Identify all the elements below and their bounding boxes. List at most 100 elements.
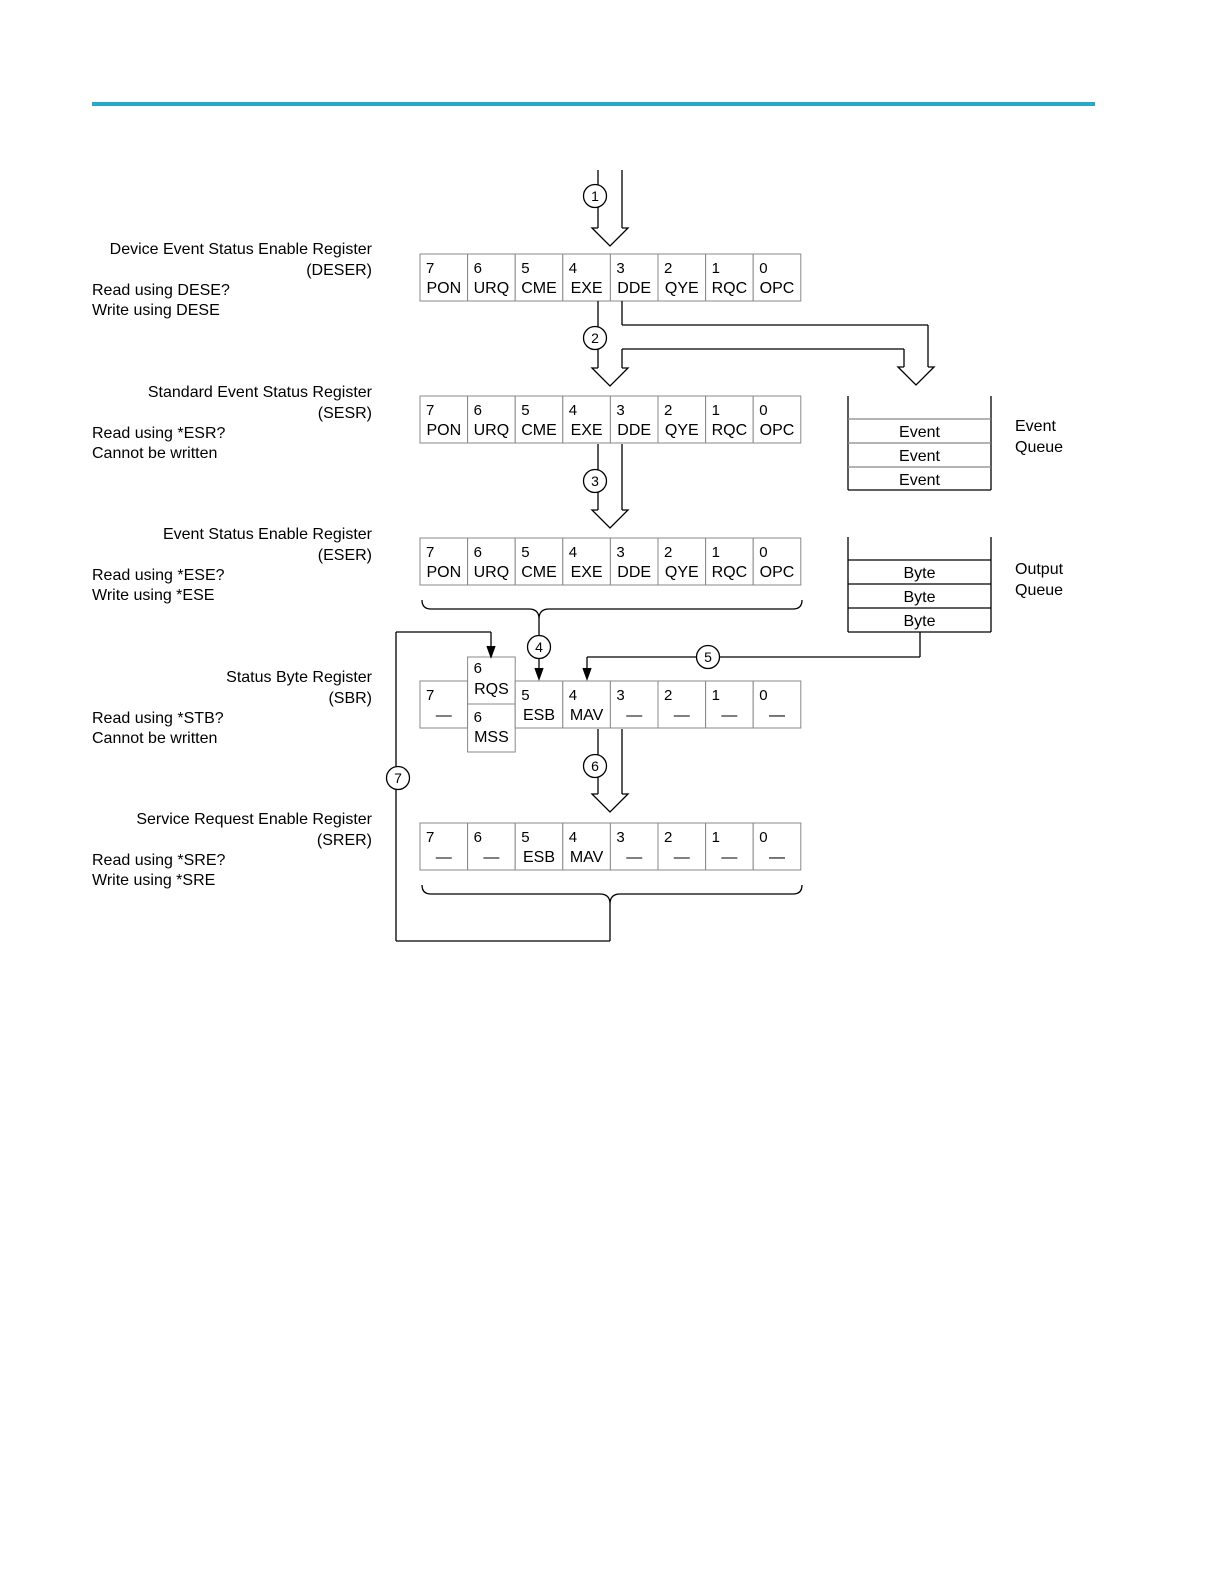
srer-bit-cell bbox=[657, 822, 707, 871]
srer-bit-number: 2 bbox=[664, 829, 672, 846]
sbr-bit-number: 6 bbox=[474, 660, 482, 677]
sesr-bit-name: DDE bbox=[617, 422, 651, 439]
srer-bit-name: — bbox=[483, 849, 499, 866]
srer-bit-name: — bbox=[721, 849, 737, 866]
sbr-bit-number: 6 bbox=[474, 709, 482, 726]
eser-bit-cell bbox=[705, 537, 754, 586]
sbr-write-note: Cannot be written bbox=[92, 730, 218, 747]
eser-bit-name: EXE bbox=[571, 564, 603, 581]
deser-bit-number: 0 bbox=[759, 260, 767, 277]
event-queue-entry: Event bbox=[899, 448, 940, 465]
eser-bit-name: PON bbox=[426, 564, 461, 581]
eser-bit-name: QYE bbox=[665, 564, 699, 581]
step-marker-circle bbox=[582, 183, 608, 209]
step-marker-6: 6 bbox=[582, 753, 608, 779]
step-marker-number: 1 bbox=[591, 188, 599, 204]
step-marker-circle bbox=[695, 644, 721, 670]
deser-bit-name: URQ bbox=[474, 280, 510, 297]
eser-bit-cell bbox=[562, 537, 611, 586]
register-grids: 7PON6URQ5CME4EXE3DDE2QYE1RQC0OPC7PON6URQ… bbox=[419, 253, 802, 871]
sbr-bit-cell bbox=[562, 680, 611, 729]
sesr-bit-name: OPC bbox=[760, 422, 795, 439]
deser-write-note: Write using DESE bbox=[92, 302, 220, 319]
step-marker-number: 5 bbox=[704, 649, 712, 665]
sbr-bit-name: — bbox=[436, 707, 452, 724]
srer-bit-number: 6 bbox=[474, 829, 482, 846]
eser-bit-name: URQ bbox=[474, 564, 510, 581]
srer-bit-cell bbox=[514, 822, 564, 871]
srer-bit-name: — bbox=[674, 849, 690, 866]
srer-bit-cell bbox=[705, 822, 754, 871]
deser-bit-number: 2 bbox=[664, 260, 672, 277]
sbr-bit-name: MAV bbox=[570, 707, 604, 724]
sbr-bit-cell bbox=[609, 680, 659, 729]
srer-bit-number: 7 bbox=[426, 829, 434, 846]
sbr-bit-number: 7 bbox=[426, 687, 434, 704]
deser-bit-cell bbox=[419, 253, 469, 302]
eser-bit-name: RQC bbox=[712, 564, 748, 581]
sbr-bit-name: — bbox=[769, 707, 785, 724]
step-marker-number: 7 bbox=[394, 770, 402, 786]
header-rule bbox=[92, 102, 1095, 106]
deser-bit-cell bbox=[514, 253, 564, 302]
step-marker-2: 2 bbox=[582, 325, 608, 351]
deser-read-note: Read using DESE? bbox=[92, 282, 230, 299]
srer-bit-cell bbox=[419, 822, 469, 871]
srer-bit-name: — bbox=[769, 849, 785, 866]
sesr-bit-number: 2 bbox=[664, 402, 672, 419]
srer-bit-number: 5 bbox=[521, 829, 529, 846]
sesr-bit-cell bbox=[562, 395, 611, 444]
srer-title: Service Request Enable Register bbox=[136, 811, 372, 828]
eser-bit-cell bbox=[467, 537, 516, 586]
deser-bit-cell bbox=[752, 253, 802, 302]
srer-read-note: Read using *SRE? bbox=[92, 852, 226, 869]
event-queue-label-line2: Queue bbox=[1015, 439, 1064, 456]
sesr-bit-name: QYE bbox=[665, 422, 699, 439]
sesr-bit-name: RQC bbox=[712, 422, 748, 439]
sesr-bit-name: EXE bbox=[571, 422, 603, 439]
sesr-bit-cell bbox=[705, 395, 754, 444]
step-marker-number: 6 bbox=[591, 758, 599, 774]
eser-write-note: Write using *ESE bbox=[92, 587, 215, 604]
sesr-bit-name: URQ bbox=[474, 422, 510, 439]
deser-bit-cell bbox=[609, 253, 659, 302]
srer-bit-name: — bbox=[626, 849, 642, 866]
srer-bit-number: 1 bbox=[712, 829, 720, 846]
sbr-bit-number: 3 bbox=[616, 687, 624, 704]
sesr-bit-cell bbox=[514, 395, 564, 444]
step-marker-1: 1 bbox=[582, 183, 608, 209]
step-marker-circle bbox=[582, 325, 608, 351]
output-queue-entry: Byte bbox=[903, 565, 936, 582]
sbr-bit-number: 4 bbox=[569, 687, 577, 704]
sbr-bit-cell bbox=[705, 680, 754, 729]
deser-bit-cell bbox=[657, 253, 707, 302]
output-queue-label-line2: Queue bbox=[1015, 582, 1064, 599]
sesr-bit-cell bbox=[657, 395, 707, 444]
deser-bit-name: EXE bbox=[571, 280, 603, 297]
deser-bit-cell bbox=[705, 253, 754, 302]
deser-title: Device Event Status Enable Register bbox=[109, 241, 372, 258]
deser-bit-number: 1 bbox=[712, 260, 720, 277]
sbr-bit-cell bbox=[657, 680, 707, 729]
srer-bit-cell bbox=[562, 822, 611, 871]
sbr-bit-name: — bbox=[721, 707, 737, 724]
srer-bit-name: ESB bbox=[523, 849, 555, 866]
sesr-bit-cell bbox=[467, 395, 516, 444]
sesr-abbr: (SESR) bbox=[317, 405, 372, 422]
sesr-bit-number: 5 bbox=[521, 402, 529, 419]
srer-bit-number: 4 bbox=[569, 829, 577, 846]
sbr-abbr: (SBR) bbox=[328, 690, 372, 707]
eser-bit-number: 5 bbox=[521, 544, 529, 561]
sbr-bit-name: — bbox=[626, 707, 642, 724]
sbr-bit-cell bbox=[514, 680, 564, 729]
eser-bit-number: 0 bbox=[759, 544, 767, 561]
event-queue-label-line1: Event bbox=[1015, 418, 1056, 435]
srer-bit-cell bbox=[467, 822, 516, 871]
step-marker-circle bbox=[582, 468, 608, 494]
sesr-bit-number: 3 bbox=[616, 402, 624, 419]
flow-lines bbox=[395, 170, 992, 942]
sbr-bit-name: — bbox=[674, 707, 690, 724]
